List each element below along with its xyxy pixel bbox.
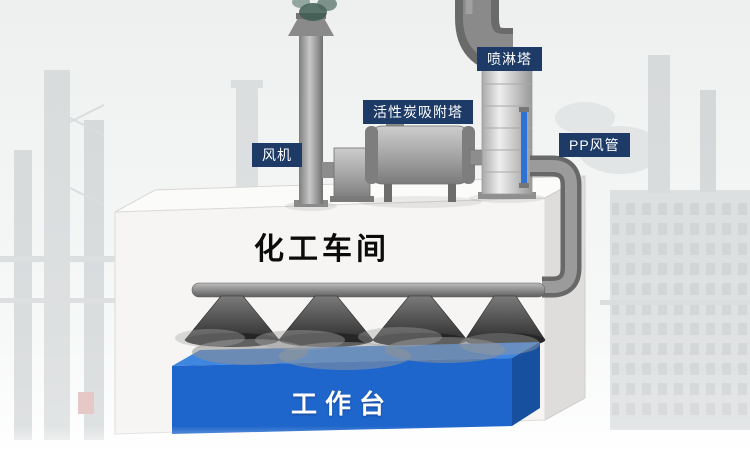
ground-fade [0,426,750,460]
chimney-stack [288,13,334,207]
label-fan: 风机 [252,143,302,167]
pp-duct-pipe [530,155,582,298]
workshop-title: 化工车间 [254,233,390,266]
exhaust-header-pipe [191,282,546,298]
background-plant-left [0,70,263,440]
fan-unit [322,147,374,202]
exhaust-hood [278,295,374,347]
chimney-smoke [292,0,337,21]
label-spray-tower: 喷淋塔 [477,47,542,71]
workbench-title: 工作台 [290,389,393,419]
label-pp-duct: PP风管 [559,133,630,157]
label-carbon-tower: 活性炭吸附塔 [363,100,473,124]
background-plant-right [555,55,750,430]
carbon-adsorption-tower [365,120,475,202]
fume-smoke [175,327,540,370]
